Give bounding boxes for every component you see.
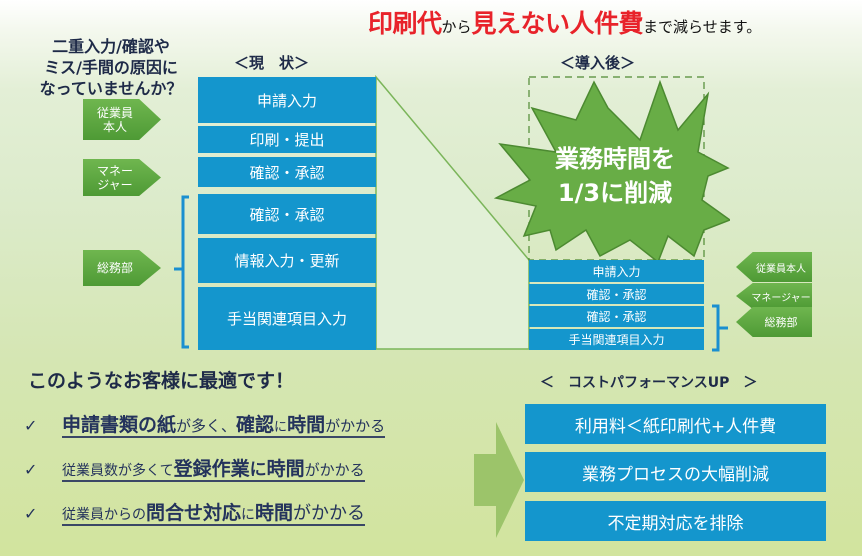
need-text-part: に (249, 460, 267, 480)
current-step-manager-approval: 確認・承認 (198, 157, 376, 187)
burst-line: 業務時間を (555, 145, 675, 173)
benefit-irregular-tasks: 不定期対応を排除 (525, 501, 826, 541)
customer-need-item: ✓ 申請書類の紙が多く、確認に時間がかかる (24, 410, 386, 438)
arrow-right-icon (474, 422, 524, 538)
headline-emphasis-print-cost: 印刷代 (368, 9, 442, 38)
need-text-part: に (241, 507, 256, 523)
after-step-ga-approval: 確認・承認 (529, 306, 704, 327)
role-general-affairs-after: 総務部 (736, 307, 812, 337)
need-text-part: がかかる (325, 417, 386, 435)
need-text-part: がかかる (293, 503, 366, 524)
current-state-label: ＜現 状＞ (234, 54, 310, 72)
headline-text: から (441, 18, 472, 36)
need-text-part: に (274, 420, 288, 435)
question-line: ミス/手間の原因に (44, 58, 178, 77)
question-line: なっていませんか？ (39, 79, 183, 98)
check-icon: ✓ (24, 460, 38, 479)
need-emphasis: 時間 (287, 414, 326, 436)
current-step-apply-input: 申請入力 (198, 77, 376, 123)
need-text-part: 従業員数が多くて (62, 463, 174, 479)
role-label: 本人 (102, 119, 127, 134)
after-step-allowance-input: 手当関連項目入力 (529, 329, 704, 350)
need-emphasis: 登録作業 (173, 458, 250, 480)
headline-text: まで減らせます。 (643, 18, 762, 36)
role-label: ジャー (97, 177, 133, 192)
customer-need-item: ✓ 従業員からの問合せ対応に時間がかかる (24, 498, 366, 526)
need-text: 従業員からの問合せ対応に時間がかかる (62, 502, 366, 526)
role-label: 従業員 (96, 105, 133, 120)
benefit-process-reduction: 業務プロセスの大幅削減 (525, 452, 826, 492)
current-step-allowance-input: 手当関連項目入力 (198, 287, 376, 350)
need-text: 申請書類の紙が多く、確認に時間がかかる (62, 414, 386, 438)
need-text-part: がかかる (304, 461, 365, 479)
after-step-manager-approval: 確認・承認 (529, 284, 704, 304)
bracket-icon (712, 304, 728, 352)
problem-question: 二重入力/確認や ミス/手間の原因に なっていませんか？ (16, 36, 206, 99)
starburst-icon (493, 80, 730, 264)
role-employee-after: 従業員本人 (736, 252, 812, 282)
after-step-apply-input: 申請入力 (529, 260, 704, 282)
role-label: マネー (96, 163, 133, 178)
need-emphasis: 時間 (255, 502, 294, 524)
need-emphasis: 問合せ対応 (146, 502, 242, 524)
need-text-part: 従業員からの (62, 507, 146, 523)
cost-performance-label: ＜ コストパフォーマンスUP ＞ (540, 375, 758, 391)
need-text: 従業員数が多くて登録作業に時間がかかる (62, 458, 365, 482)
current-step-ga-approval: 確認・承認 (198, 194, 376, 234)
bracket-icon (174, 195, 189, 349)
after-introduction-label: ＜導入後＞ (560, 54, 636, 72)
current-step-print-submit: 印刷・提出 (198, 126, 376, 153)
check-icon: ✓ (24, 416, 38, 435)
need-emphasis: 申請書類の紙 (62, 414, 177, 436)
burst-line: 1/3に削減 (557, 179, 673, 207)
current-step-info-update: 情報入力・更新 (198, 238, 376, 283)
role-label: 総務部 (96, 261, 133, 275)
burst-text: 業務時間を 1/3に削減 (535, 142, 695, 210)
benefit-cost: 利用料＜紙印刷代+人件費 (525, 404, 826, 444)
headline-emphasis-hidden-labor: 見えない人件費 (471, 9, 644, 38)
need-text-part: が多く、 (176, 417, 237, 435)
check-icon: ✓ (24, 504, 38, 523)
customer-need-item: ✓ 従業員数が多くて登録作業に時間がかかる (24, 454, 365, 482)
headline: 印刷代から見えない人件費まで減らせます。 (368, 6, 761, 45)
target-customers-title: このようなお客様に最適です！ (28, 370, 295, 392)
need-emphasis: 時間 (266, 458, 305, 480)
role-manager-after: マネージャー (736, 283, 812, 309)
question-line: 二重入力/確認や (52, 37, 170, 56)
need-emphasis: 確認 (236, 414, 275, 436)
